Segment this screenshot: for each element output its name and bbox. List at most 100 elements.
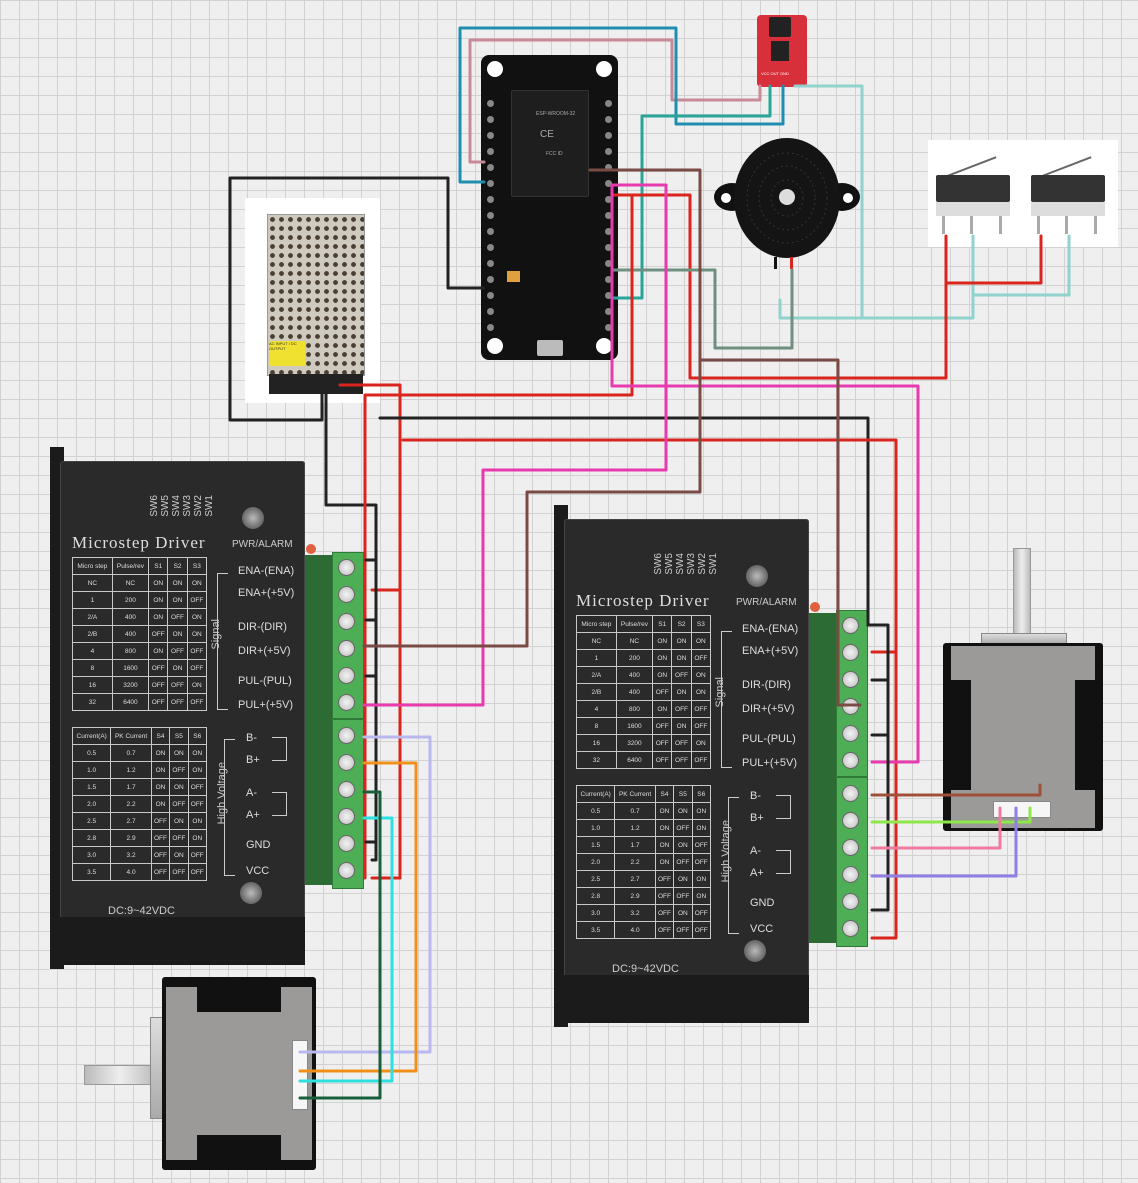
wire-right-motor-a-minus[interactable]: [870, 806, 1002, 850]
terminal-screw[interactable]: [842, 752, 859, 769]
wire-esp-black-right-driver[interactable]: [378, 416, 870, 627]
piezo-buzzer[interactable]: [712, 135, 862, 270]
terminal-screw[interactable]: [338, 862, 355, 879]
esp32-pin[interactable]: [605, 100, 612, 107]
esp32-pin[interactable]: [487, 292, 494, 299]
esp32-pin[interactable]: [605, 116, 612, 123]
stepper-motor-right[interactable]: [943, 548, 1103, 831]
wire-switch2-no[interactable]: [973, 234, 1071, 297]
pwr-alarm-led: [306, 544, 316, 554]
wire-esp-brown-left-dir[interactable]: [362, 168, 702, 648]
terminal-screw[interactable]: [842, 839, 859, 856]
table-header: Micro step: [72, 557, 113, 575]
terminal-screw[interactable]: [842, 920, 859, 937]
wire-switch2-c[interactable]: [944, 234, 1043, 285]
power-supply[interactable]: AC INPUT / DC OUTPUT: [245, 198, 380, 403]
esp32-pin[interactable]: [605, 148, 612, 155]
esp32-pin[interactable]: [487, 148, 494, 155]
wire-sensor-signal[interactable]: [468, 38, 762, 164]
module-text: ESP-WROOM-32: [536, 111, 576, 117]
esp32-pin[interactable]: [487, 164, 494, 171]
terminal-screw[interactable]: [338, 559, 355, 576]
esp32-pin[interactable]: [487, 228, 494, 235]
terminal-screw[interactable]: [338, 727, 355, 744]
usb-port: [537, 340, 563, 356]
motor-connector: [292, 1040, 308, 1110]
wire-esp-pink-right-pul[interactable]: [610, 183, 920, 764]
limit-switch-2[interactable]: [1031, 140, 1105, 247]
wire-psu-esp-gnd[interactable]: [228, 176, 486, 422]
limit-switch-1[interactable]: [936, 140, 1010, 247]
esp32-pin[interactable]: [487, 276, 494, 283]
esp32-pin[interactable]: [487, 196, 494, 203]
wire-psu-gnd-drv[interactable]: [324, 383, 378, 862]
esp32-pin[interactable]: [487, 260, 494, 267]
wire-right-motor-b-minus[interactable]: [870, 783, 1042, 797]
esp32-board[interactable]: ESP-WROOM-32 CE FCC ID: [481, 55, 618, 360]
esp32-pin[interactable]: [605, 196, 612, 203]
terminal-screw[interactable]: [842, 644, 859, 661]
terminal-screw[interactable]: [842, 866, 859, 883]
wire-psu-vcc[interactable]: [338, 383, 402, 592]
wire-red-right-driver-vcc[interactable]: [401, 438, 898, 940]
wire-sensor-teal[interactable]: [458, 26, 785, 184]
terminal-screw[interactable]: [338, 586, 355, 603]
table-cell: OFF: [673, 853, 693, 871]
esp32-pin[interactable]: [487, 212, 494, 219]
esp32-pin[interactable]: [605, 324, 612, 331]
table-cell: ON: [186, 608, 208, 626]
terminal-screw[interactable]: [338, 781, 355, 798]
esp32-pin[interactable]: [605, 260, 612, 267]
terminal-screw[interactable]: [338, 835, 355, 852]
terminal-screw[interactable]: [338, 613, 355, 630]
terminal-screw[interactable]: [842, 812, 859, 829]
esp32-pin[interactable]: [605, 132, 612, 139]
stepper-motor-left[interactable]: [84, 977, 320, 1170]
esp32-pin[interactable]: [605, 164, 612, 171]
wire-esp-pink-left-pul[interactable]: [362, 183, 668, 707]
esp32-pin[interactable]: [605, 212, 612, 219]
terminal-screw[interactable]: [338, 754, 355, 771]
wire-left-motor-a-plus[interactable]: [298, 816, 394, 1083]
wire-buzzer-black[interactable]: [612, 268, 794, 350]
esp32-pin[interactable]: [487, 244, 494, 251]
esp32-pin[interactable]: [605, 228, 612, 235]
wire-right-driver-gnd-bus[interactable]: [866, 623, 890, 912]
wire-esp-brown-right-dir[interactable]: [698, 358, 862, 707]
sensor-module[interactable]: VCC OUT GND: [757, 15, 807, 87]
wire-right-motor-b-plus[interactable]: [870, 806, 1032, 824]
wire-left-motor-b-minus[interactable]: [298, 735, 432, 1054]
wire-esp-red-right-driver[interactable]: [363, 193, 634, 880]
esp32-pin[interactable]: [605, 276, 612, 283]
hv-pin-label: A-: [246, 787, 257, 799]
esp32-pin[interactable]: [605, 244, 612, 251]
terminal-screw[interactable]: [842, 893, 859, 910]
wire-switch-no[interactable]: [860, 234, 975, 320]
terminal-screw[interactable]: [842, 785, 859, 802]
terminal-screw[interactable]: [842, 671, 859, 688]
esp32-pin[interactable]: [605, 308, 612, 315]
terminal-screw[interactable]: [842, 617, 859, 634]
wire-left-driver-gnd-bus[interactable]: [364, 558, 378, 844]
terminal-screw[interactable]: [842, 725, 859, 742]
esp32-pin[interactable]: [605, 292, 612, 299]
esp32-pin[interactable]: [487, 132, 494, 139]
wire-left-motor-b-plus[interactable]: [298, 761, 418, 1073]
esp32-pin[interactable]: [487, 100, 494, 107]
wire-right-motor-a-plus[interactable]: [870, 806, 1018, 878]
esp32-pin[interactable]: [605, 180, 612, 187]
limit-switches-panel: [928, 140, 1118, 247]
terminal-screw[interactable]: [338, 667, 355, 684]
terminal-screw[interactable]: [338, 808, 355, 825]
esp32-pin[interactable]: [487, 180, 494, 187]
esp32-pin[interactable]: [487, 324, 494, 331]
terminal-screw[interactable]: [338, 694, 355, 711]
esp32-pin[interactable]: [487, 308, 494, 315]
esp32-pin[interactable]: [487, 116, 494, 123]
terminal-screw[interactable]: [338, 640, 355, 657]
wire-left-motor-a-minus[interactable]: [298, 790, 382, 1100]
